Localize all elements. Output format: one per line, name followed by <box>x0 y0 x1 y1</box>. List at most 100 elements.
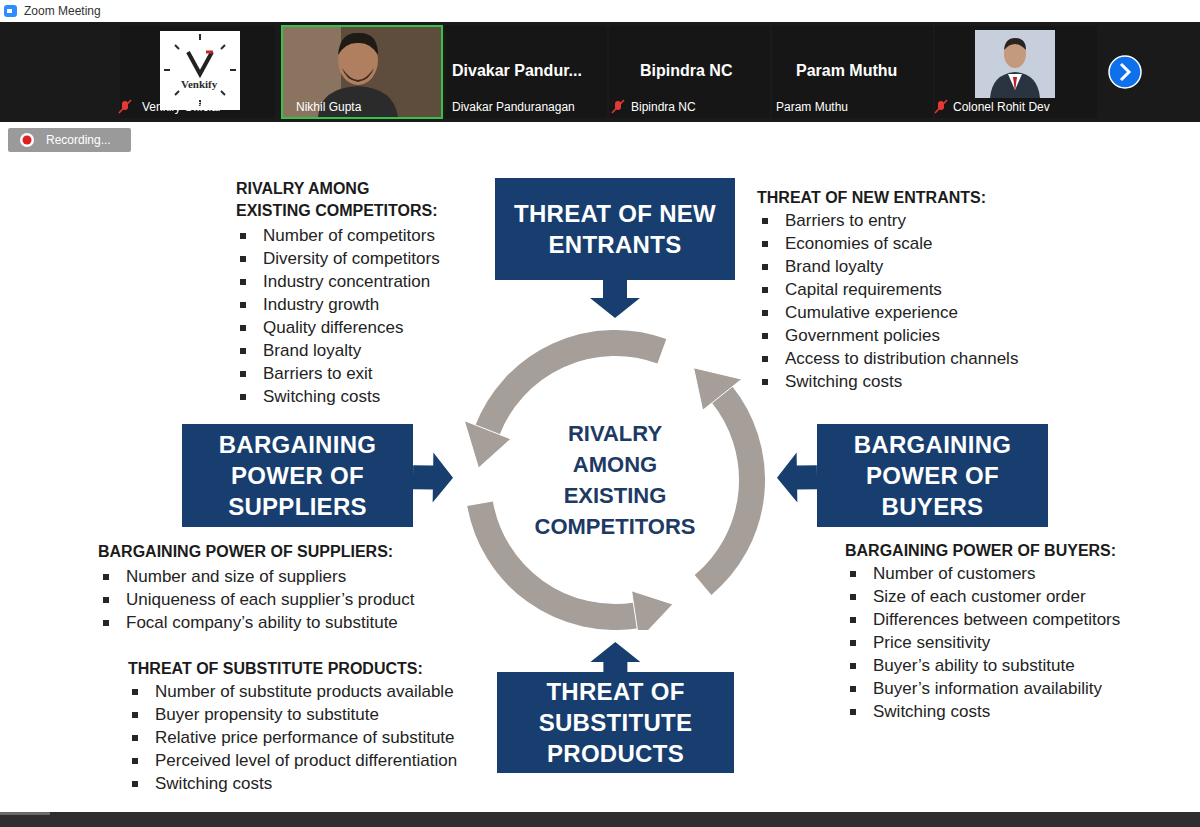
bullet-marker <box>240 233 246 239</box>
profile-photo <box>975 30 1055 98</box>
factor-item: Differences between competitors <box>873 609 1120 631</box>
node-text-group: THREAT OF NEW ENTRANTS <box>505 198 725 260</box>
factor-item: Uniqueness of each supplier’s product <box>126 589 415 611</box>
muted-mic-icon <box>612 100 624 113</box>
factor-item: Perceived level of product differentiati… <box>155 750 457 772</box>
node-text-group: BARGAINING POWER OF SUPPLIERS <box>192 429 403 522</box>
factor-item: Buyer propensity to substitute <box>155 704 379 726</box>
participant-name: Colonel Rohit Dev <box>953 100 1050 114</box>
box-title: BARGAINING POWER OF SUPPLIERS <box>192 429 403 522</box>
force-box: BARGAINING POWER OF SUPPLIERS <box>182 424 413 527</box>
bullet-marker <box>240 302 246 308</box>
factor-item: Number of substitute products available <box>155 681 454 703</box>
photo-suit <box>990 72 1040 98</box>
participant-tile <box>446 26 607 118</box>
photo-tie <box>1013 77 1017 92</box>
factor-item: Switching costs <box>155 773 272 795</box>
bullet-marker <box>850 594 856 600</box>
bullet-marker <box>762 287 768 293</box>
bullet-marker <box>850 686 856 692</box>
bullet-marker <box>103 574 109 580</box>
bullet-marker <box>240 348 246 354</box>
zoom-icon-camera <box>7 9 12 13</box>
person-beard <box>342 68 374 82</box>
cycle-arc <box>487 343 662 431</box>
participant-tile <box>120 26 275 118</box>
logo-text: Venkify <box>181 78 217 90</box>
node-text-group: THREAT OF SUBSTITUTE PRODUCTS <box>507 676 724 769</box>
bullet-marker <box>762 356 768 362</box>
cycle-ring <box>465 330 765 630</box>
factor-item: Switching costs <box>873 701 990 723</box>
participant-name: Nikhil Gupta <box>296 100 361 114</box>
force-box: BARGAINING POWER OF BUYERS <box>817 424 1048 527</box>
bullet-marker <box>132 689 138 695</box>
photo-hair <box>1004 38 1026 50</box>
node-text-group: RIVALRY AMONG EXISTING COMPETITORS <box>528 418 703 542</box>
box-title: THREAT OF NEW ENTRANTS <box>505 198 725 260</box>
factor-item: Industry growth <box>263 294 379 316</box>
bullet-marker <box>850 709 856 715</box>
factor-item: Government policies <box>785 325 940 347</box>
bullet-marker <box>132 712 138 718</box>
window-title: Zoom Meeting <box>24 4 101 18</box>
bullet-marker <box>762 379 768 385</box>
logo-v-mark <box>188 52 212 74</box>
bullet-marker <box>103 620 109 626</box>
factor-item: Access to distribution channels <box>785 348 1018 370</box>
bullet-marker <box>850 663 856 669</box>
bullet-marker <box>240 394 246 400</box>
participant-display-name: Divakar Pandur... <box>452 61 582 81</box>
cycle-arrowhead <box>694 368 742 411</box>
bullet-marker <box>762 333 768 339</box>
cycle-arrowhead <box>465 421 511 468</box>
video-tile <box>282 26 442 118</box>
record-dot <box>18 128 48 152</box>
node-text-group: BARGAINING POWER OF BUYERS <box>827 429 1038 522</box>
factor-item: Switching costs <box>263 386 380 408</box>
participant-tile <box>609 26 770 118</box>
bullet-marker <box>240 279 246 285</box>
factor-heading: BARGAINING POWER OF SUPPLIERS: <box>98 541 393 563</box>
bullet-marker <box>103 597 109 603</box>
factor-item: Number of competitors <box>263 225 435 247</box>
factor-item: Brand loyalty <box>785 256 883 278</box>
rivalry-circle: RIVALRY AMONG EXISTING COMPETITORS <box>465 330 765 630</box>
factor-item: Relative price performance of substitute <box>155 727 455 749</box>
factor-item: Number of customers <box>873 563 1036 585</box>
title-bar <box>0 0 1200 22</box>
factor-item: Buyer’s information availability <box>873 678 1102 700</box>
factor-heading: BARGAINING POWER OF BUYERS: <box>845 540 1116 562</box>
bullet-marker <box>850 571 856 577</box>
muted-mic-icon <box>935 100 947 113</box>
participant-strip <box>0 22 1200 122</box>
factor-item: Diversity of competitors <box>263 248 440 270</box>
block-arrow <box>590 642 640 672</box>
factor-item: Price sensitivity <box>873 632 990 654</box>
participant-name: Divakar Panduranagan <box>452 100 575 114</box>
factor-item: Economies of scale <box>785 233 932 255</box>
bullet-marker <box>132 781 138 787</box>
bullet-marker <box>762 310 768 316</box>
bullet-marker <box>240 256 246 262</box>
bullet-marker <box>132 735 138 741</box>
bottom-bar-detail <box>0 812 50 815</box>
bullet-marker <box>132 758 138 764</box>
factor-item: Capital requirements <box>785 279 942 301</box>
participant-display-name: Bipindra NC <box>640 61 732 81</box>
participant-display-name: Param Muthu <box>796 61 897 81</box>
factor-heading: THREAT OF SUBSTITUTE PRODUCTS: <box>128 658 423 680</box>
factor-heading: RIVALRY AMONG EXISTING COMPETITORS: <box>236 178 446 222</box>
factor-item: Cumulative experience <box>785 302 958 324</box>
factor-item: Focal company’s ability to substitute <box>126 612 398 634</box>
bullet-marker <box>762 218 768 224</box>
factor-item: Size of each customer order <box>873 586 1086 608</box>
clock-ticks <box>164 34 236 106</box>
logo-background <box>160 31 240 110</box>
bullet-marker <box>850 617 856 623</box>
bullet-marker <box>240 325 246 331</box>
zoom-icon <box>4 5 17 17</box>
participant-name: Param Muthu <box>776 100 848 114</box>
force-box: THREAT OF SUBSTITUTE PRODUCTS <box>497 672 734 773</box>
